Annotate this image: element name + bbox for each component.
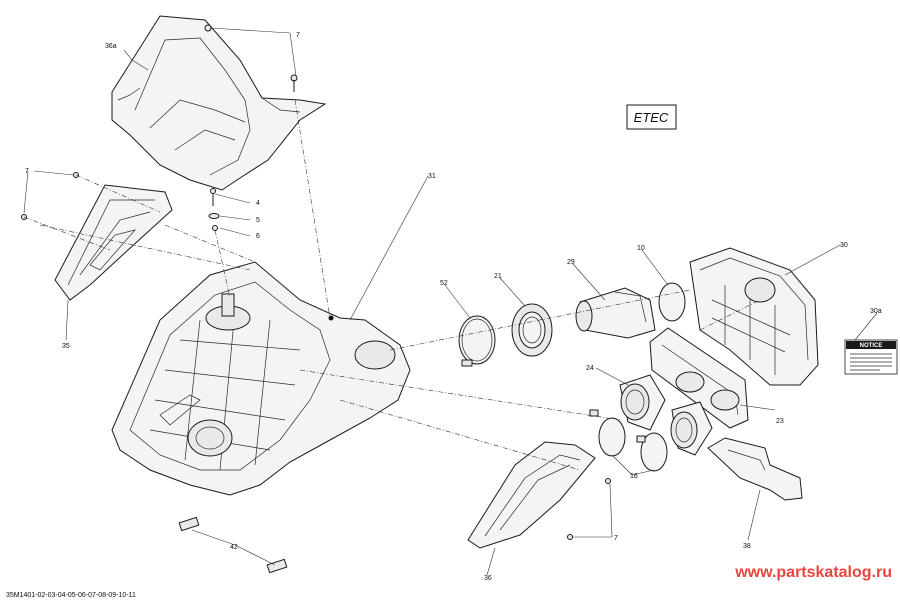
side-panel-35 — [54, 184, 173, 301]
callout-30: 30 — [840, 242, 848, 249]
clamp-52 — [458, 315, 496, 367]
callout-5: 5 — [256, 217, 260, 224]
callout-16: 16 — [630, 473, 638, 480]
decal-title: NOTICE — [860, 343, 883, 349]
alignment-lines — [23, 99, 761, 471]
callout-36a: 36a — [105, 43, 117, 50]
etec-variant-box: ETEC — [626, 104, 677, 130]
drawing-code: 35M1401-02-03-04-05-06-07-08-09-10-11 — [6, 592, 136, 599]
etec-label: ETEC — [634, 110, 669, 125]
notice-decal-30a: NOTICE — [844, 339, 898, 375]
cover-36 — [467, 441, 611, 549]
callout-30a: 30a — [870, 308, 882, 315]
callout-29: 29 — [567, 259, 575, 266]
callout-7-top: 7 — [296, 32, 300, 39]
housing-30 — [689, 247, 819, 386]
callout-7-left: 7 — [25, 168, 29, 175]
callout-52: 52 — [440, 280, 448, 287]
duct-29 — [575, 287, 656, 339]
callout-42: 42 — [230, 544, 238, 551]
watermark: www.partskatalog.ru — [734, 564, 892, 581]
callout-23: 23 — [776, 418, 784, 425]
callout-31: 31 — [428, 173, 436, 180]
ring-21 — [511, 303, 553, 357]
airbox-base — [111, 261, 411, 496]
clips-42 — [178, 516, 288, 574]
callout-4: 4 — [256, 200, 260, 207]
callout-24: 24 — [586, 365, 594, 372]
callout-21: 21 — [494, 273, 502, 280]
leader-lines — [23, 27, 878, 576]
callout-6: 6 — [256, 233, 260, 240]
o-ring-10 — [658, 282, 686, 322]
filter-frame-23 — [649, 327, 749, 429]
callout-10: 10 — [637, 245, 645, 252]
clamps-16 — [589, 409, 668, 472]
callout-36: 36 — [484, 575, 492, 582]
callout-38: 38 — [743, 543, 751, 550]
callout-labels: 36a 7 31 7 4 5 6 35 52 21 29 10 30 30a 2… — [25, 32, 882, 582]
upper-cover-36a — [111, 15, 327, 191]
callout-35: 35 — [62, 343, 70, 350]
bellows-24 — [619, 374, 713, 456]
pad-38 — [707, 437, 803, 501]
callout-7-right: 7 — [614, 535, 618, 542]
